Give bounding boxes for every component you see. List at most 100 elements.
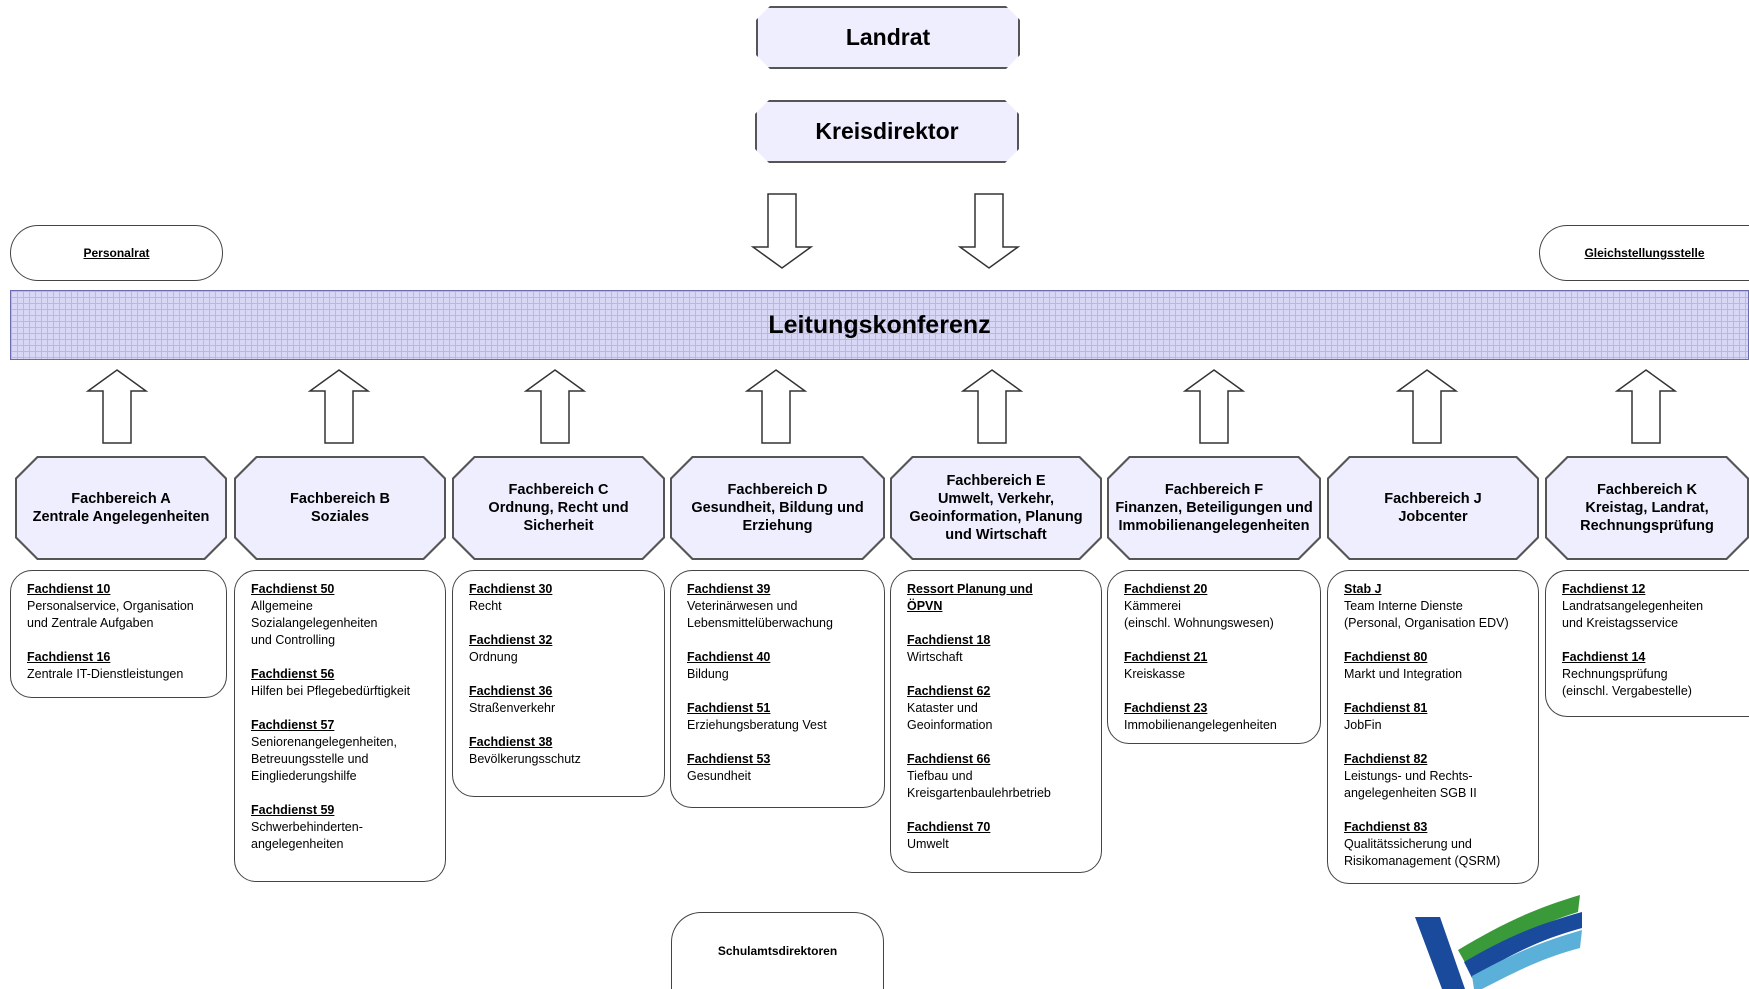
down-arrow-icon — [957, 193, 1021, 269]
fachdienst-description: Hilfen bei Pflegebedürftigkeit — [251, 684, 411, 698]
gleichstellungsstelle-label: Gleichstellungsstelle — [1584, 246, 1705, 260]
fachdienst-description: Recht — [469, 599, 502, 613]
fachdienst-item: Fachdienst 39 Veterinärwesen und Lebensmi… — [687, 581, 874, 632]
fachdienst-description: Bevölkerungsschutz — [469, 752, 581, 766]
landrat-label: Landrat — [845, 24, 931, 50]
fachdienst-name: Fachdienst 80 — [1344, 650, 1428, 664]
fachdienst-item: Fachdienst 70 Umwelt — [907, 819, 1091, 853]
fachbereich-title: Fachbereich D — [727, 482, 828, 498]
fachdienst-description: Erziehungsberatung Vest — [687, 718, 827, 732]
fachdienst-name: Fachdienst 21 — [1124, 650, 1208, 664]
fachdienst-description: Wirtschaft — [907, 650, 963, 664]
fachbereich-subtitle: Kreistag, Landrat, Rechnungsprüfung — [1580, 500, 1714, 534]
fachdienst-name: Fachdienst 39 — [687, 582, 771, 596]
fachdienst-description: Markt und Integration — [1344, 667, 1463, 681]
fachdienst-description: Bildung — [687, 667, 729, 681]
kreis-logo-icon — [1415, 895, 1582, 989]
fachdienst-name: Fachdienst 70 — [907, 820, 991, 834]
personalrat-label: Personalrat — [83, 246, 150, 260]
up-arrow-icon — [523, 369, 587, 444]
fachbereich-title: Fachbereich F — [1164, 482, 1264, 498]
fachdienst-description: Zentrale IT-Dienstleistungen — [27, 667, 184, 681]
leitungskonferenz-bar: Leitungskonferenz — [10, 290, 1749, 360]
fachbereich-subtitle: Finanzen, Beteiligungen und Immobilienan… — [1115, 500, 1313, 534]
fachdienst-name: Fachdienst 82 — [1344, 752, 1428, 766]
fachdienst-name: Fachdienst 14 — [1562, 650, 1646, 664]
kreisdirektor-label: Kreisdirektor — [815, 118, 959, 144]
fachbereich-header: Fachbereich F Finanzen, Beteiligungen und… — [1107, 456, 1321, 560]
personalrat-box: Personalrat — [10, 225, 223, 281]
fachdienst-item: Fachdienst 30 Recht — [469, 581, 654, 615]
fachdienst-description: JobFin — [1344, 718, 1382, 732]
fachdienst-description: Qualitätssicherung und Risikomanagement … — [1344, 837, 1501, 868]
fachdienst-description: Veterinärwesen und Lebensmittelüberwachu… — [687, 599, 833, 630]
up-arrow-icon — [1614, 369, 1678, 444]
fachdienst-item: Fachdienst 32 Ordnung — [469, 632, 654, 666]
fachdienste-box: Ressort Planung und ÖPVN Fachdienst 18 Wir… — [890, 570, 1102, 873]
down-arrow-icon — [750, 193, 814, 269]
fachdienst-description: Allgemeine Sozialangelegenheiten und Con… — [251, 599, 378, 647]
fachdienst-name: Fachdienst 56 — [251, 667, 335, 681]
fachdienst-description: Rechnungsprüfung (einschl. Vergabestelle… — [1562, 667, 1692, 698]
fachdienst-description: Tiefbau und Kreisgartenbaulehrbetrieb — [907, 769, 1051, 800]
fachdienst-name: Fachdienst 53 — [687, 752, 771, 766]
up-arrow-icon — [1182, 369, 1246, 444]
fachdienst-description: Team Interne Dienste (Personal, Organisa… — [1344, 599, 1509, 630]
fachdienst-item: Fachdienst 56 Hilfen bei Pflegebedürftigk… — [251, 666, 435, 700]
fachbereich-subtitle: Gesundheit, Bildung und Erziehung — [691, 500, 864, 534]
up-arrow-icon — [85, 369, 149, 444]
fachdienst-description: Umwelt — [907, 837, 949, 851]
fachdienst-name: Fachdienst 12 — [1562, 582, 1646, 596]
fachdienst-description: Ordnung — [469, 650, 518, 664]
fachdienst-name: Fachdienst 66 — [907, 752, 991, 766]
fachdienst-item: Fachdienst 51 Erziehungsberatung Vest — [687, 700, 874, 734]
fachbereich-subtitle: Umwelt, Verkehr, Geoinformation, Planung… — [909, 491, 1083, 543]
fachdienst-item: Fachdienst 40 Bildung — [687, 649, 874, 683]
leitungskonferenz-label: Leitungskonferenz — [768, 310, 991, 339]
fachdienst-name: Fachdienst 40 — [687, 650, 771, 664]
fachdienst-name: Fachdienst 32 — [469, 633, 553, 647]
fachdienst-name: Fachdienst 23 — [1124, 701, 1208, 715]
gleichstellungsstelle-box: Gleichstellungsstelle — [1539, 225, 1749, 281]
up-arrow-icon — [744, 369, 808, 444]
fachdienst-name: Fachdienst 83 — [1344, 820, 1428, 834]
up-arrow-icon — [960, 369, 1024, 444]
fachbereich-subtitle: Zentrale Angelegenheiten — [32, 509, 210, 525]
fachdienst-item: Fachdienst 14 Rechnungsprüfung (einschl. … — [1562, 649, 1739, 700]
fachdienst-item: Ressort Planung und ÖPVN — [907, 581, 1091, 615]
fachbereich-header: Fachbereich D Gesundheit, Bildung und Erz… — [670, 456, 885, 560]
fachdienst-description: Seniorenangelegenheiten, Betreuungsstell… — [251, 735, 397, 783]
schulamtsdirektoren-label: Schulamtsdirektoren — [717, 944, 838, 958]
fachdienst-name: Fachdienst 18 — [907, 633, 991, 647]
fachdienst-name: Fachdienst 30 — [469, 582, 553, 596]
fachdienst-name: Fachdienst 51 — [687, 701, 771, 715]
fachdienst-name: Fachdienst 81 — [1344, 701, 1428, 715]
fachdienst-description: Leistungs- und Rechts- angelegenheiten S… — [1344, 769, 1477, 800]
fachbereich-subtitle: Ordnung, Recht und Sicherheit — [488, 500, 629, 534]
fachdienst-item: Fachdienst 80 Markt und Integration — [1344, 649, 1528, 683]
kreisdirektor-box: Kreisdirektor — [755, 100, 1019, 163]
fachdienst-item: Fachdienst 18 Wirtschaft — [907, 632, 1091, 666]
fachdienst-item: Fachdienst 83 Qualitätssicherung und Risi… — [1344, 819, 1528, 870]
fachdienst-description: Straßenverkehr — [469, 701, 556, 715]
fachdienst-description: Kreiskasse — [1124, 667, 1186, 681]
